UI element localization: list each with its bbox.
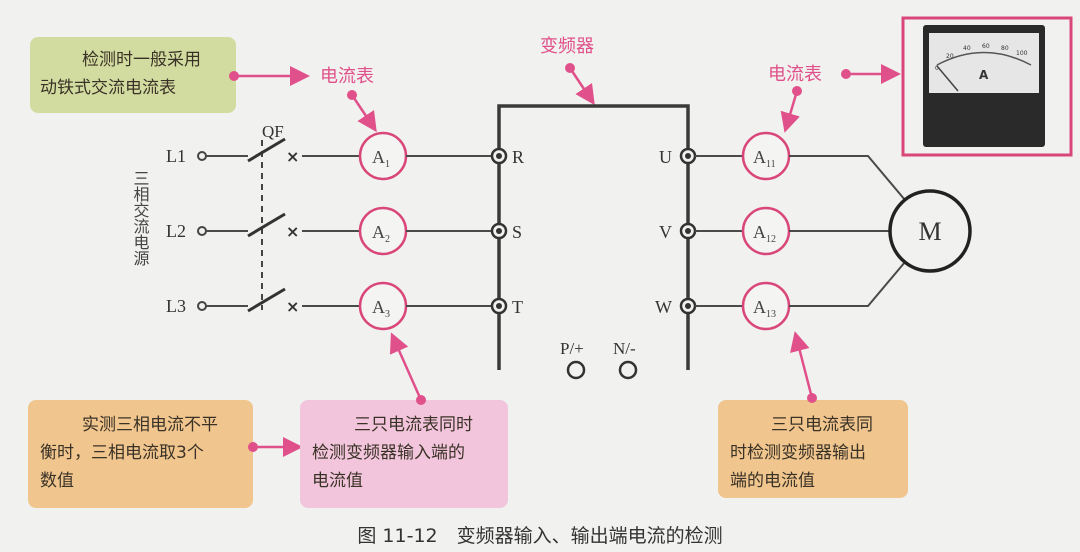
dc-plus-label: P/+ [560,339,584,358]
terminal-w: W [655,297,672,317]
contact-x-icon: × [286,147,299,166]
line-label: L2 [166,221,186,241]
inverter-label: 变频器 [540,36,594,57]
ammeter-a13: A13 [741,281,791,331]
svg-text:端的电流值: 端的电流值 [730,471,815,491]
note-unbalance: 实测三相电流不平 衡时，三相电流取3个 数值 [28,400,253,508]
svg-text:A1: A1 [372,147,390,170]
line-l1: L1 × [166,137,360,166]
ammeter-a3: A3 [358,281,408,331]
svg-text:A13: A13 [753,297,776,320]
scale-label: 40 [963,45,971,52]
ammeter-label-right: 电流表 [768,64,822,85]
svg-text:A3: A3 [372,297,390,320]
line-l2: L2 × [166,212,360,241]
ammeter-photo: 0 20 40 60 80 100 A [901,16,1073,157]
terminal-u: U [659,147,672,167]
svg-text:三只电流表同时: 三只电流表同时 [354,415,473,435]
ammeter-label-left: 电流表 [320,66,374,87]
source-label: 三相交流电源 [131,170,150,267]
terminal-r: R [512,147,524,167]
dc-bus-terminals: P/+ N/- [560,339,638,380]
svg-text:三只电流表同: 三只电流表同 [771,415,873,435]
unit-label: A [979,68,989,82]
dc-minus-label: N/- [613,339,636,358]
contact-x-icon: × [286,297,299,316]
scale-label: 80 [1001,45,1009,52]
callout-arrow [389,332,423,401]
line-label: L3 [166,296,186,316]
svg-text:动铁式交流电流表: 动铁式交流电流表 [40,78,176,98]
scale-label: 0 [935,65,939,72]
svg-text:衡时，三相电流取3个: 衡时，三相电流取3个 [40,443,204,463]
scale-label: 100 [1016,50,1028,57]
svg-text:A2: A2 [372,222,390,245]
callout-arrow [568,67,595,106]
callout-arrow [790,331,814,399]
terminal-t: T [512,297,523,317]
note-meter-type: 检测时一般采用 动铁式交流电流表 [30,37,236,113]
note-output-meters: 三只电流表同 时检测变频器输出 端的电流值 [718,400,908,498]
output-terminals: U V W [655,147,697,317]
ammeter-a1: A1 [358,131,408,181]
ammeter-a12: A12 [741,206,791,256]
svg-text:A12: A12 [753,222,776,245]
terminal-s: S [512,222,522,242]
note-input-meters: 三只电流表同时 检测变频器输入端的 电流值 [300,400,508,508]
breaker-label: QF [262,122,284,141]
ammeter-a2: A2 [358,206,408,256]
motor-label: M [918,217,941,246]
terminal-v: V [659,222,672,242]
motor: M [888,189,972,273]
svg-text:实测三相电流不平: 实测三相电流不平 [82,415,218,435]
svg-text:数值: 数值 [40,471,74,491]
needle [936,65,959,92]
svg-text:A11: A11 [753,147,776,170]
ammeter-a11: A11 [741,131,791,181]
svg-text:检测时一般采用: 检测时一般采用 [82,50,201,70]
line-l3: L3 × [166,287,360,316]
svg-text:电流值: 电流值 [312,471,363,491]
svg-text:检测变频器输入端的: 检测变频器输入端的 [312,443,465,463]
line-label: L1 [166,146,186,166]
callout-arrow [780,90,800,133]
figure-caption: 图 11-12 变频器输入、输出端电流的检测 [357,525,722,547]
scale-label: 20 [946,53,954,60]
svg-text:时检测变频器输出: 时检测变频器输出 [730,443,866,463]
scale-label: 60 [982,43,990,50]
callout-arrow [350,94,377,133]
input-terminals: R S T [490,147,524,317]
contact-x-icon: × [286,222,299,241]
